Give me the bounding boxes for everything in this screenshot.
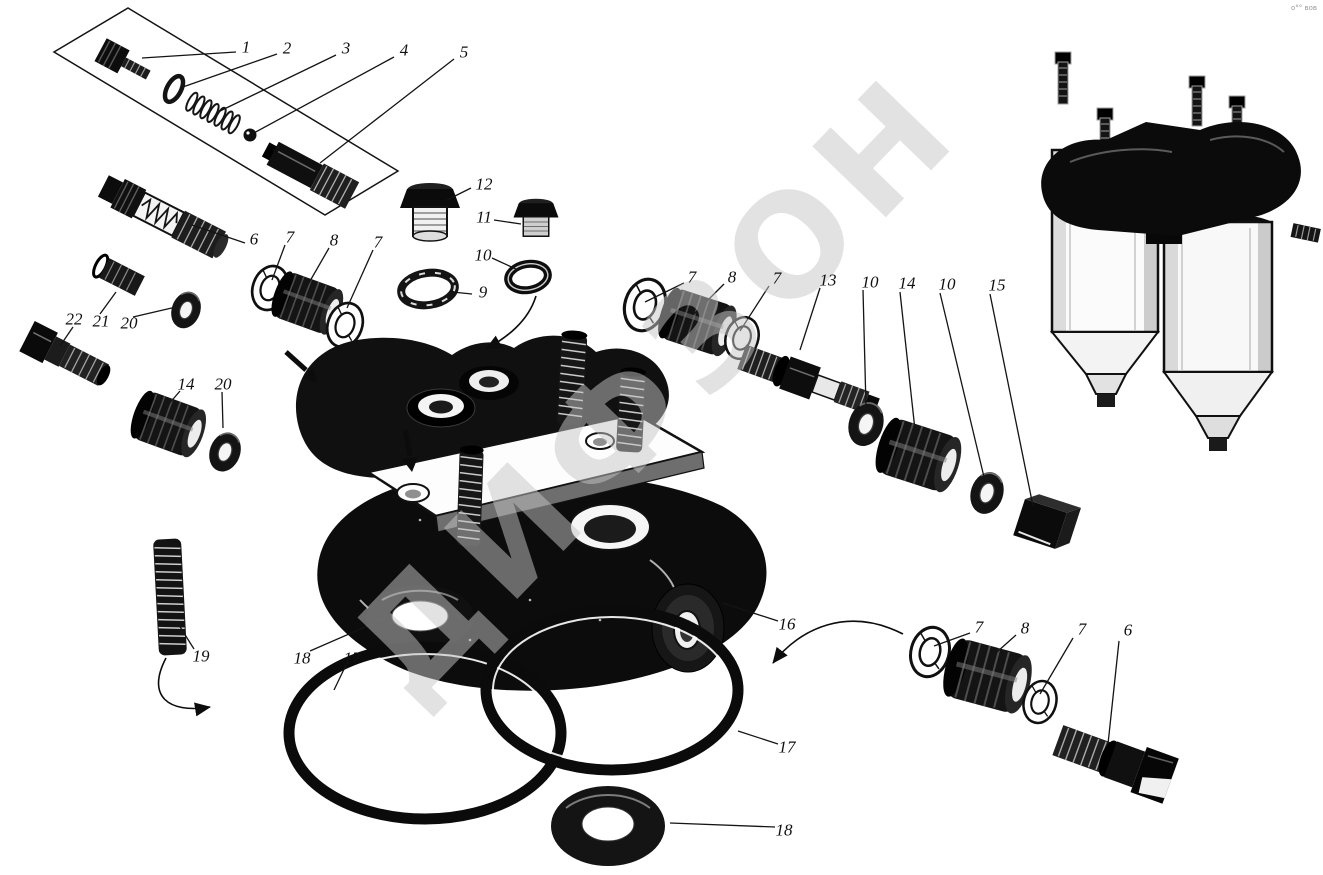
callout-part-9: 9	[478, 282, 488, 302]
callout-part-1: 1	[241, 37, 251, 57]
part-spring-3	[185, 91, 241, 135]
part-washer-20b	[203, 427, 247, 477]
part-ring-10	[504, 259, 552, 295]
part-o-ring-17a	[283, 641, 567, 825]
callout-part-14b: 14	[898, 273, 916, 293]
callout-part-7a: 7	[285, 227, 295, 247]
callout-part-7e: 7	[974, 617, 984, 637]
part-stud-19	[153, 538, 187, 656]
callout-part-8c: 8	[1020, 618, 1030, 638]
assembled-filter-unit	[1041, 51, 1321, 451]
corner-note: о°° вов	[1290, 4, 1317, 12]
callout-part-7f: 7	[1077, 619, 1087, 639]
callout-part-17b: 17	[778, 737, 796, 757]
detail-box-outline	[52, 7, 400, 216]
callout-part-13: 13	[819, 270, 837, 290]
callout-part-18b: 18	[775, 820, 793, 840]
part-bushing-14a	[124, 387, 212, 462]
callout-part-6: 6	[249, 229, 259, 249]
manifold-cover	[1041, 122, 1301, 236]
housing-body	[295, 335, 767, 691]
manifold-side-fitting	[1290, 223, 1321, 243]
part-valve-6	[97, 175, 229, 259]
callout-part-22: 22	[65, 309, 83, 329]
callout-part-7b: 7	[373, 232, 383, 252]
callout-part-20a: 20	[120, 313, 138, 333]
manifold-highlight	[1069, 135, 1285, 163]
part-square-plug-15	[1013, 494, 1081, 549]
part-washer-20a	[165, 286, 207, 334]
callout-part-3: 3	[341, 38, 351, 58]
housing-stud-c	[456, 445, 484, 547]
callout-part-10b: 10	[938, 274, 956, 294]
part-ring-9	[397, 268, 459, 310]
callout-part-7d: 7	[772, 268, 782, 288]
part-washer-2	[162, 73, 186, 105]
part-gasket-18a	[366, 585, 474, 649]
callout-part-2: 2	[282, 38, 292, 58]
callout-part-18a: 18	[293, 648, 311, 668]
part-bushing-14b	[869, 414, 968, 497]
part-valve-6b	[1052, 725, 1179, 804]
callout-part-20b: 20	[214, 374, 232, 394]
part-plug-11	[513, 198, 559, 237]
callout-part-7c: 7	[687, 267, 697, 287]
housing-stud-b	[616, 367, 647, 453]
assembly-arrows	[157, 295, 904, 717]
callout-part-5: 5	[459, 42, 469, 62]
callout-part-6b: 6	[1123, 620, 1133, 640]
callout-part-17a: 17	[343, 648, 361, 668]
part-ring-10b	[964, 466, 1010, 520]
part-plug-12	[400, 183, 460, 242]
part-cap-1	[94, 38, 151, 80]
callout-part-11: 11	[476, 207, 492, 227]
part-ball-4	[243, 128, 257, 142]
callout-part-14a: 14	[177, 374, 195, 394]
callout-part-10a: 10	[861, 272, 879, 292]
part-o-ring-17b	[480, 604, 744, 776]
callout-part-8a: 8	[329, 230, 339, 250]
part-fitting-22	[19, 320, 111, 386]
callout-part-19: 19	[192, 646, 210, 666]
callout-part-16: 16	[778, 614, 796, 634]
filter-cup-right	[1162, 214, 1274, 451]
callout-part-10: 10	[474, 245, 492, 265]
callout-part-12: 12	[475, 174, 493, 194]
housing-stud-a	[556, 330, 588, 426]
leader-lines	[59, 51, 1120, 828]
callout-part-4: 4	[399, 40, 409, 60]
callout-part-21: 21	[92, 311, 110, 331]
callout-part-8b: 8	[727, 267, 737, 287]
callout-part-15: 15	[988, 275, 1006, 295]
part-gasket-18b	[551, 786, 665, 866]
part-fitting-21	[92, 253, 145, 296]
part-fitting-5	[261, 141, 360, 209]
